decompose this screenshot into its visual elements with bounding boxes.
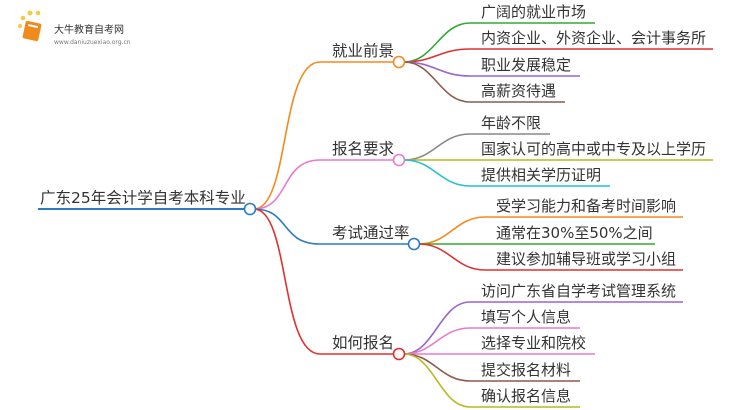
leaf[interactable]: 填写个人信息 xyxy=(481,308,572,326)
branch-connector xyxy=(253,61,394,210)
leaf-connector xyxy=(403,353,580,408)
leaf-connector xyxy=(403,327,580,355)
leaf[interactable]: 选择专业和院校 xyxy=(481,334,587,352)
leaf-connector xyxy=(403,48,713,63)
leaf[interactable]: 广阔的就业市场 xyxy=(481,3,587,21)
leaf-connector xyxy=(418,216,683,245)
leaf-connector xyxy=(418,243,683,271)
leaf-connector xyxy=(403,159,610,187)
leaf-connector xyxy=(403,133,550,161)
leaf-connector xyxy=(403,61,580,77)
leaf-connector xyxy=(403,22,595,63)
leaf-connector xyxy=(403,61,565,103)
leaf-connector xyxy=(403,353,580,382)
root-topic[interactable]: 广东25年会计学自考本科专业 xyxy=(40,189,246,207)
branch-connector xyxy=(253,208,394,355)
logo-url: www.daniuzuexiao.org.cn xyxy=(54,39,131,46)
book-logo-icon xyxy=(18,10,42,42)
branch-requirements[interactable]: 报名要求 xyxy=(332,140,395,158)
leaf[interactable]: 提供相关学历证明 xyxy=(481,166,602,184)
leaf[interactable]: 建议参加辅导班或学习小组 xyxy=(496,250,677,268)
leaf[interactable]: 内资企业、外资企业、会计事务所 xyxy=(481,29,707,47)
branch-pass-rate[interactable]: 考试通过率 xyxy=(332,224,410,242)
leaf[interactable]: 国家认可的高中或中专及以上学历 xyxy=(481,140,707,158)
logo-title: 大牛教育自考网 xyxy=(54,25,124,36)
leaf[interactable]: 年龄不限 xyxy=(481,114,542,132)
leaf[interactable]: 职业发展稳定 xyxy=(481,56,572,74)
collapse-toggle-icon xyxy=(392,55,406,69)
collapse-toggle-icon xyxy=(243,202,257,216)
branch-connector xyxy=(253,208,409,245)
collapse-toggle-icon xyxy=(392,347,406,361)
collapse-toggle-icon xyxy=(407,237,421,251)
leaf[interactable]: 提交报名材料 xyxy=(481,361,572,379)
collapse-toggle-icon xyxy=(392,153,406,167)
leaf-connector xyxy=(403,301,683,355)
branch-connector xyxy=(253,159,394,210)
branch-how-to-apply[interactable]: 如何报名 xyxy=(332,334,395,352)
leaf[interactable]: 确认报名信息 xyxy=(481,387,572,405)
branch-employment[interactable]: 就业前景 xyxy=(332,42,395,60)
leaf[interactable]: 受学习能力和备考时间影响 xyxy=(496,197,677,215)
leaf[interactable]: 通常在30%至50%之间 xyxy=(496,224,653,242)
leaf[interactable]: 高薪资待遇 xyxy=(481,82,557,100)
leaf[interactable]: 访问广东省自学考试管理系统 xyxy=(481,282,677,300)
logo: 大牛教育自考网 www.daniuzuexiao.org.cn xyxy=(14,8,184,48)
